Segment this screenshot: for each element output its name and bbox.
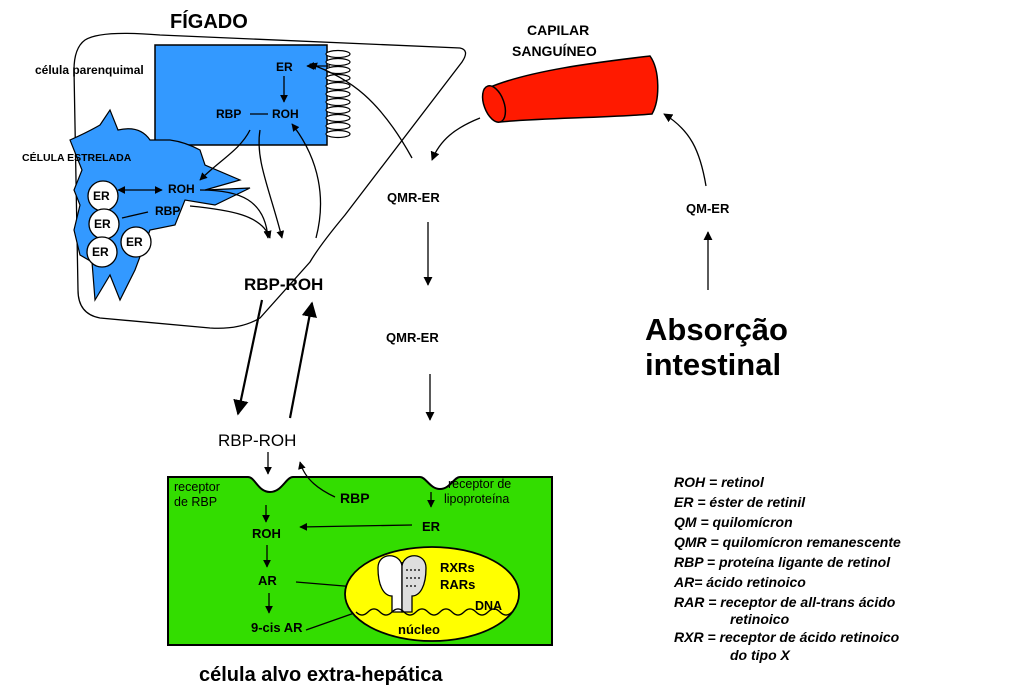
legend-item: QM = quilomícron (674, 514, 793, 530)
legend-item: AR= ácido retinoico (673, 574, 806, 590)
qmr-to-parenchymal-arrow (309, 62, 413, 159)
er-target-label: ER (422, 519, 441, 534)
rbp-parenchymal-label: RBP (216, 107, 241, 121)
rbp-target-label: RBP (340, 490, 370, 506)
rbp-roh-liver-label: RBP-ROH (244, 275, 323, 294)
capillary-vessel (487, 55, 659, 123)
er-droplets: ER ER ER ER (86, 180, 152, 268)
capillary-label-line2: SANGUÍNEO (512, 43, 597, 59)
roh-to-rbp-roh-arrow (199, 189, 272, 239)
qm-to-capillary-arrow (663, 113, 707, 187)
er-to-roh-arrow (299, 522, 413, 531)
capillary-to-qmr-arrow (430, 117, 481, 161)
rbp-stellate-label: RBP (155, 204, 180, 218)
rars-label: RARs (440, 577, 475, 592)
ar-label: AR (258, 573, 277, 588)
parenchymal-to-stellate-arrow (199, 129, 251, 181)
nucleus-label: núcleo (398, 622, 440, 637)
rbp-to-rbp-roh-arrow (189, 205, 272, 239)
legend: ROH = retinol ER = éster de retinil QM =… (673, 474, 901, 663)
rbp-roh-to-parenchymal-arrow (291, 123, 322, 239)
er-droplet (120, 226, 152, 258)
er-droplet-label: ER (92, 245, 109, 259)
parenchymal-to-rbp-roh-arrow (258, 129, 285, 239)
er-droplet-label: ER (94, 217, 111, 231)
capillary-label-line1: CAPILAR (527, 22, 589, 38)
target-to-liver-arrow (288, 301, 317, 419)
dna-label: DNA (475, 599, 502, 613)
er-parenchymal-label: ER (276, 60, 293, 74)
liver-title: FÍGADO (170, 10, 248, 33)
qmr-er-upper-label: QMR-ER (387, 190, 440, 205)
rxrs-label: RXRs (440, 560, 475, 575)
liver: FÍGADO célula parenquimal ER RBP ROH CÉL… (22, 10, 467, 329)
legend-item: RAR = receptor de all-trans ácido (674, 594, 896, 610)
roh-target-label: ROH (252, 526, 281, 541)
rbp-droplet-link (121, 211, 149, 219)
qmr-er-lower-label: QMR-ER (386, 330, 439, 345)
er-droplet-label: ER (93, 189, 110, 203)
roh-stellate-label: ROH (168, 182, 195, 196)
blood-capillary: CAPILAR SANGUÍNEO (481, 22, 659, 123)
receptor-dimer-icon (377, 555, 427, 613)
legend-item: QMR = quilomícron remanescente (674, 534, 901, 550)
rbp-roh-target-label: RBP-ROH (218, 431, 296, 450)
legend-item: do tipo X (730, 647, 792, 663)
capillary-opening (481, 85, 507, 123)
absorption-label-line1: Absorção (645, 312, 788, 347)
er-droplet (86, 236, 118, 268)
roh-parenchymal-label: ROH (272, 107, 299, 121)
legend-item: RXR = receptor de ácido retinoico (674, 629, 900, 645)
legend-item: retinoico (730, 611, 790, 627)
stellate-cell-label: CÉLULA ESTRELADA (22, 151, 132, 164)
target-cell-caption: célula alvo extra-hepática (199, 664, 443, 685)
absorption-label-line2: intestinal (645, 347, 781, 382)
parenchymal-cell (154, 44, 328, 146)
legend-item: ROH = retinol (674, 474, 765, 490)
nine-cis-ar-label: 9-cis AR (251, 620, 303, 635)
microvilli (325, 49, 351, 139)
liver-outline (73, 32, 467, 329)
rbp-release-arrow (298, 461, 336, 498)
liver-to-target-arrow (233, 299, 264, 416)
qm-er-label: QM-ER (686, 201, 730, 216)
legend-item: RBP = proteína ligante de retinol (674, 554, 891, 570)
er-droplet-label: ER (126, 235, 143, 249)
legend-item: ER = éster de retinil (674, 494, 806, 510)
chylomicron-path: QMR-ER QMR-ER QM-ER Absorção intestinal (386, 113, 788, 421)
dna-strand (355, 608, 513, 616)
parenchymal-cell-label: célula parenquimal (35, 63, 144, 77)
